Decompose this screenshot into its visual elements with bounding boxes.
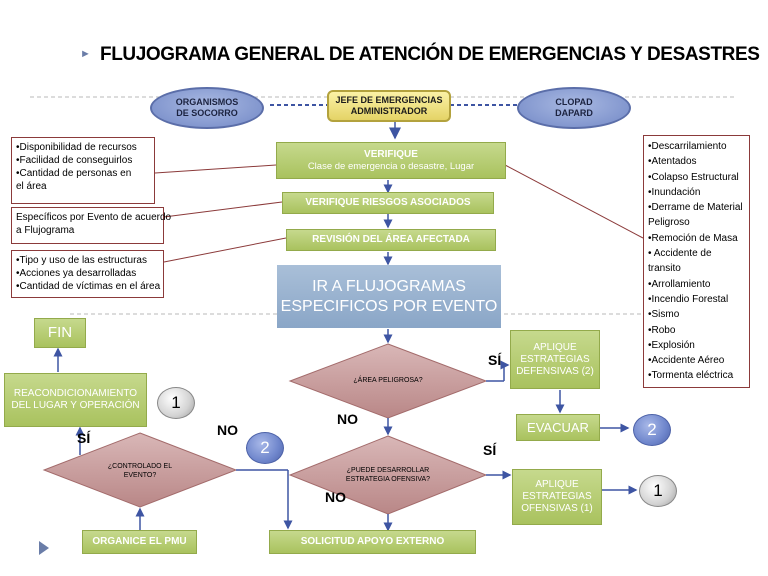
- connector-2-right: 2: [633, 414, 671, 446]
- note-line: •Acciones ya desarrolladas: [16, 268, 137, 279]
- box-aplique-defensivas: APLIQUE ESTRATEGIAS DEFENSIVAS (2): [510, 330, 600, 389]
- note-line: •Cantidad de víctimas en el área: [16, 281, 161, 292]
- event-list-item: • Accidente de: [648, 248, 712, 260]
- verifique-subtitle: Clase de emergencia o desastre, Lugar: [307, 160, 475, 172]
- label-no-area: NO: [337, 411, 358, 427]
- title-bullet-icon: ►: [80, 48, 91, 60]
- event-list-item: •Arrollamiento: [648, 278, 711, 290]
- event-list-item: •Descarrilamiento: [648, 141, 727, 152]
- note-line: •Tipo y uso de las estructuras: [16, 255, 147, 266]
- ellipse-clopad: CLOPAD DAPARD: [517, 87, 631, 129]
- event-list-item: •Derrame de Material: [648, 202, 743, 214]
- verifique-title: VERIFIQUE: [364, 148, 418, 160]
- connector-2-left: 2: [246, 432, 284, 464]
- connector-1-right: 1: [639, 475, 677, 507]
- note-line: •Cantidad de personas en: [16, 168, 132, 179]
- note-line: el área: [16, 181, 47, 192]
- note-eventos: •Descarrilamiento •Atentados •Colapso Estr…: [643, 135, 750, 388]
- label-si-area: SÍ: [488, 352, 502, 368]
- nav-triangle-icon: [39, 541, 49, 555]
- diamond-controlado: ¿CONTROLADO EL EVENTO?: [107, 463, 173, 479]
- box-revision: REVISIÓN DEL ÁREA AFECTADA: [286, 229, 496, 251]
- box-jefe-emergencias: JEFE DE EMERGENCIAS ADMINISTRADOR: [327, 90, 451, 122]
- note-especificos: Específicos por Evento de acuerdo a Fluj…: [11, 207, 172, 244]
- event-list-item: transito: [648, 263, 681, 275]
- event-list-item: Peligroso: [648, 217, 690, 229]
- connector-1-left: 1: [157, 387, 195, 419]
- note-line: Específicos por Evento de acuerdo: [16, 212, 172, 223]
- event-list-item: •Incendio Forestal: [648, 293, 729, 305]
- note-recursos: •Disponibilidad de recursos •Facilidad d…: [11, 137, 155, 204]
- event-list-item: •Explosión: [648, 339, 695, 351]
- event-list-item: •Tormenta eléctrica: [648, 370, 734, 382]
- ellipse-organismos: ORGANISMOS DE SOCORRO: [150, 87, 264, 129]
- label-si-ofensiva: SÍ: [483, 442, 497, 458]
- event-list-item: •Sismo: [648, 309, 680, 321]
- label-no-ofensiva: NO: [325, 489, 346, 505]
- label-no-controlado: NO: [217, 422, 238, 438]
- box-aplique-ofensivas: APLIQUE ESTRATEGIAS OFENSIVAS (1): [512, 469, 602, 525]
- note-estructuras: •Tipo y uso de las estructuras •Acciones…: [11, 250, 164, 298]
- page-title: FLUJOGRAMA GENERAL DE ATENCIÓN DE EMERGE…: [100, 44, 760, 65]
- box-solicitud: SOLICITUD APOYO EXTERNO: [269, 530, 476, 554]
- note-line: •Facilidad de conseguirlos: [16, 155, 133, 166]
- event-list-item: •Robo: [648, 324, 676, 336]
- box-fin: FIN: [34, 318, 86, 348]
- note-line: a Flujograma: [16, 225, 75, 236]
- event-list-item: •Accidente Aéreo: [648, 355, 725, 367]
- box-riesgos: VERIFIQUE RIESGOS ASOCIADOS: [282, 192, 494, 214]
- diamond-area-peligrosa: ¿ÁREA PELIGROSA?: [353, 377, 423, 384]
- box-organice-pmu: ORGANICE EL PMU: [82, 530, 197, 554]
- box-evacuar: EVACUAR: [516, 414, 600, 441]
- box-ir-flujogramas: IR A FLUJOGRAMAS ESPECIFICOS POR EVENTO: [277, 265, 501, 328]
- event-list-item: •Colapso Estructural: [648, 171, 739, 183]
- event-list-item: •Atentados: [648, 156, 697, 168]
- note-line: •Disponibilidad de recursos: [16, 142, 137, 153]
- box-verifique: VERIFIQUE Clase de emergencia o desastre…: [276, 142, 506, 179]
- event-list-item: •Inundación: [648, 186, 701, 198]
- diamond-ofensiva: ¿PUEDE DESARROLLAR ESTRATEGIA OFENSIVA?: [345, 467, 431, 483]
- event-list-item: •Remoción de Masa: [648, 232, 738, 244]
- label-si-controlado: SÍ: [77, 430, 91, 446]
- box-reacondicionamiento: REACONDICIONAMIENTO DEL LUGAR Y OPERACIÓ…: [4, 373, 147, 427]
